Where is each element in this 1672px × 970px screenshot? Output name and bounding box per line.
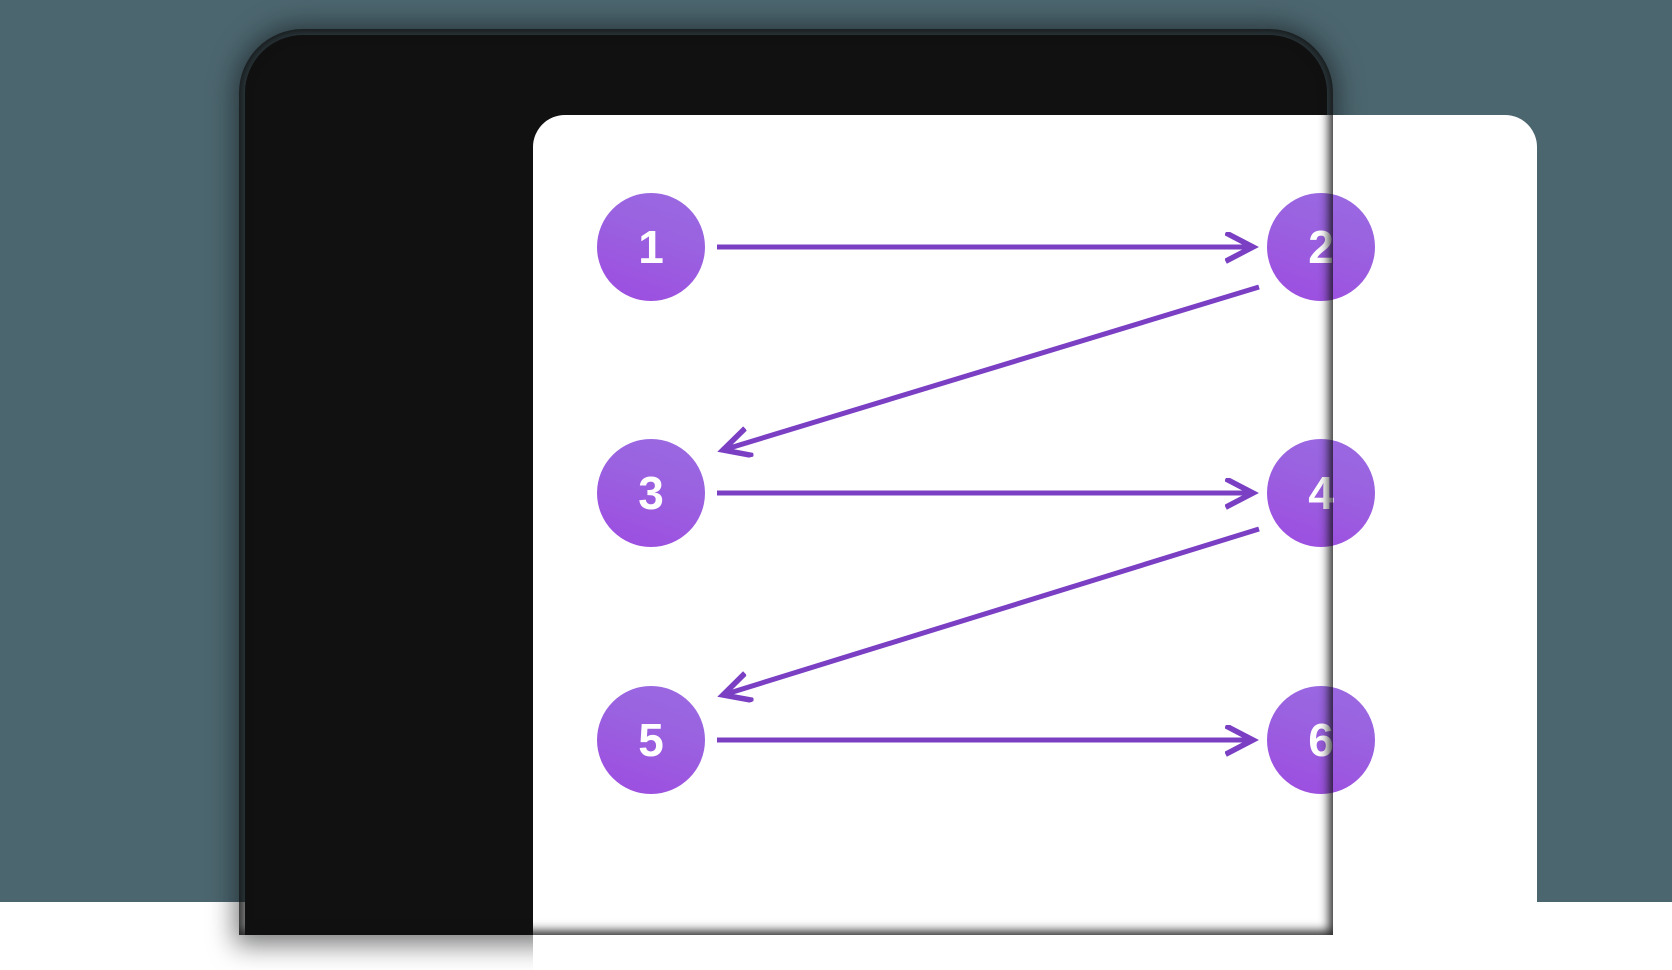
node-2-label: 2 [1308,221,1334,273]
node-3-label: 3 [638,467,664,519]
device-frame: 1 2 3 4 5 6 [245,35,1537,970]
node-6[interactable]: 6 [1267,686,1375,794]
node-2[interactable]: 2 [1267,193,1375,301]
screenshot-stage: 1 2 3 4 5 6 [0,0,1672,935]
node-5-label: 5 [638,714,664,766]
node-3[interactable]: 3 [597,439,705,547]
edge-layer [717,115,1260,970]
node-1[interactable]: 1 [597,193,705,301]
node-4[interactable]: 4 [1267,439,1375,547]
node-4-label: 4 [1308,467,1334,519]
edge-2-to-3 [723,284,1260,450]
diagram-canvas: 1 2 3 4 5 6 [533,115,1537,970]
node-5[interactable]: 5 [597,686,705,794]
node-6-label: 6 [1308,714,1334,766]
node-1-label: 1 [638,221,664,273]
edge-4-to-5 [723,526,1260,695]
device-screen: 1 2 3 4 5 6 [533,115,1537,970]
